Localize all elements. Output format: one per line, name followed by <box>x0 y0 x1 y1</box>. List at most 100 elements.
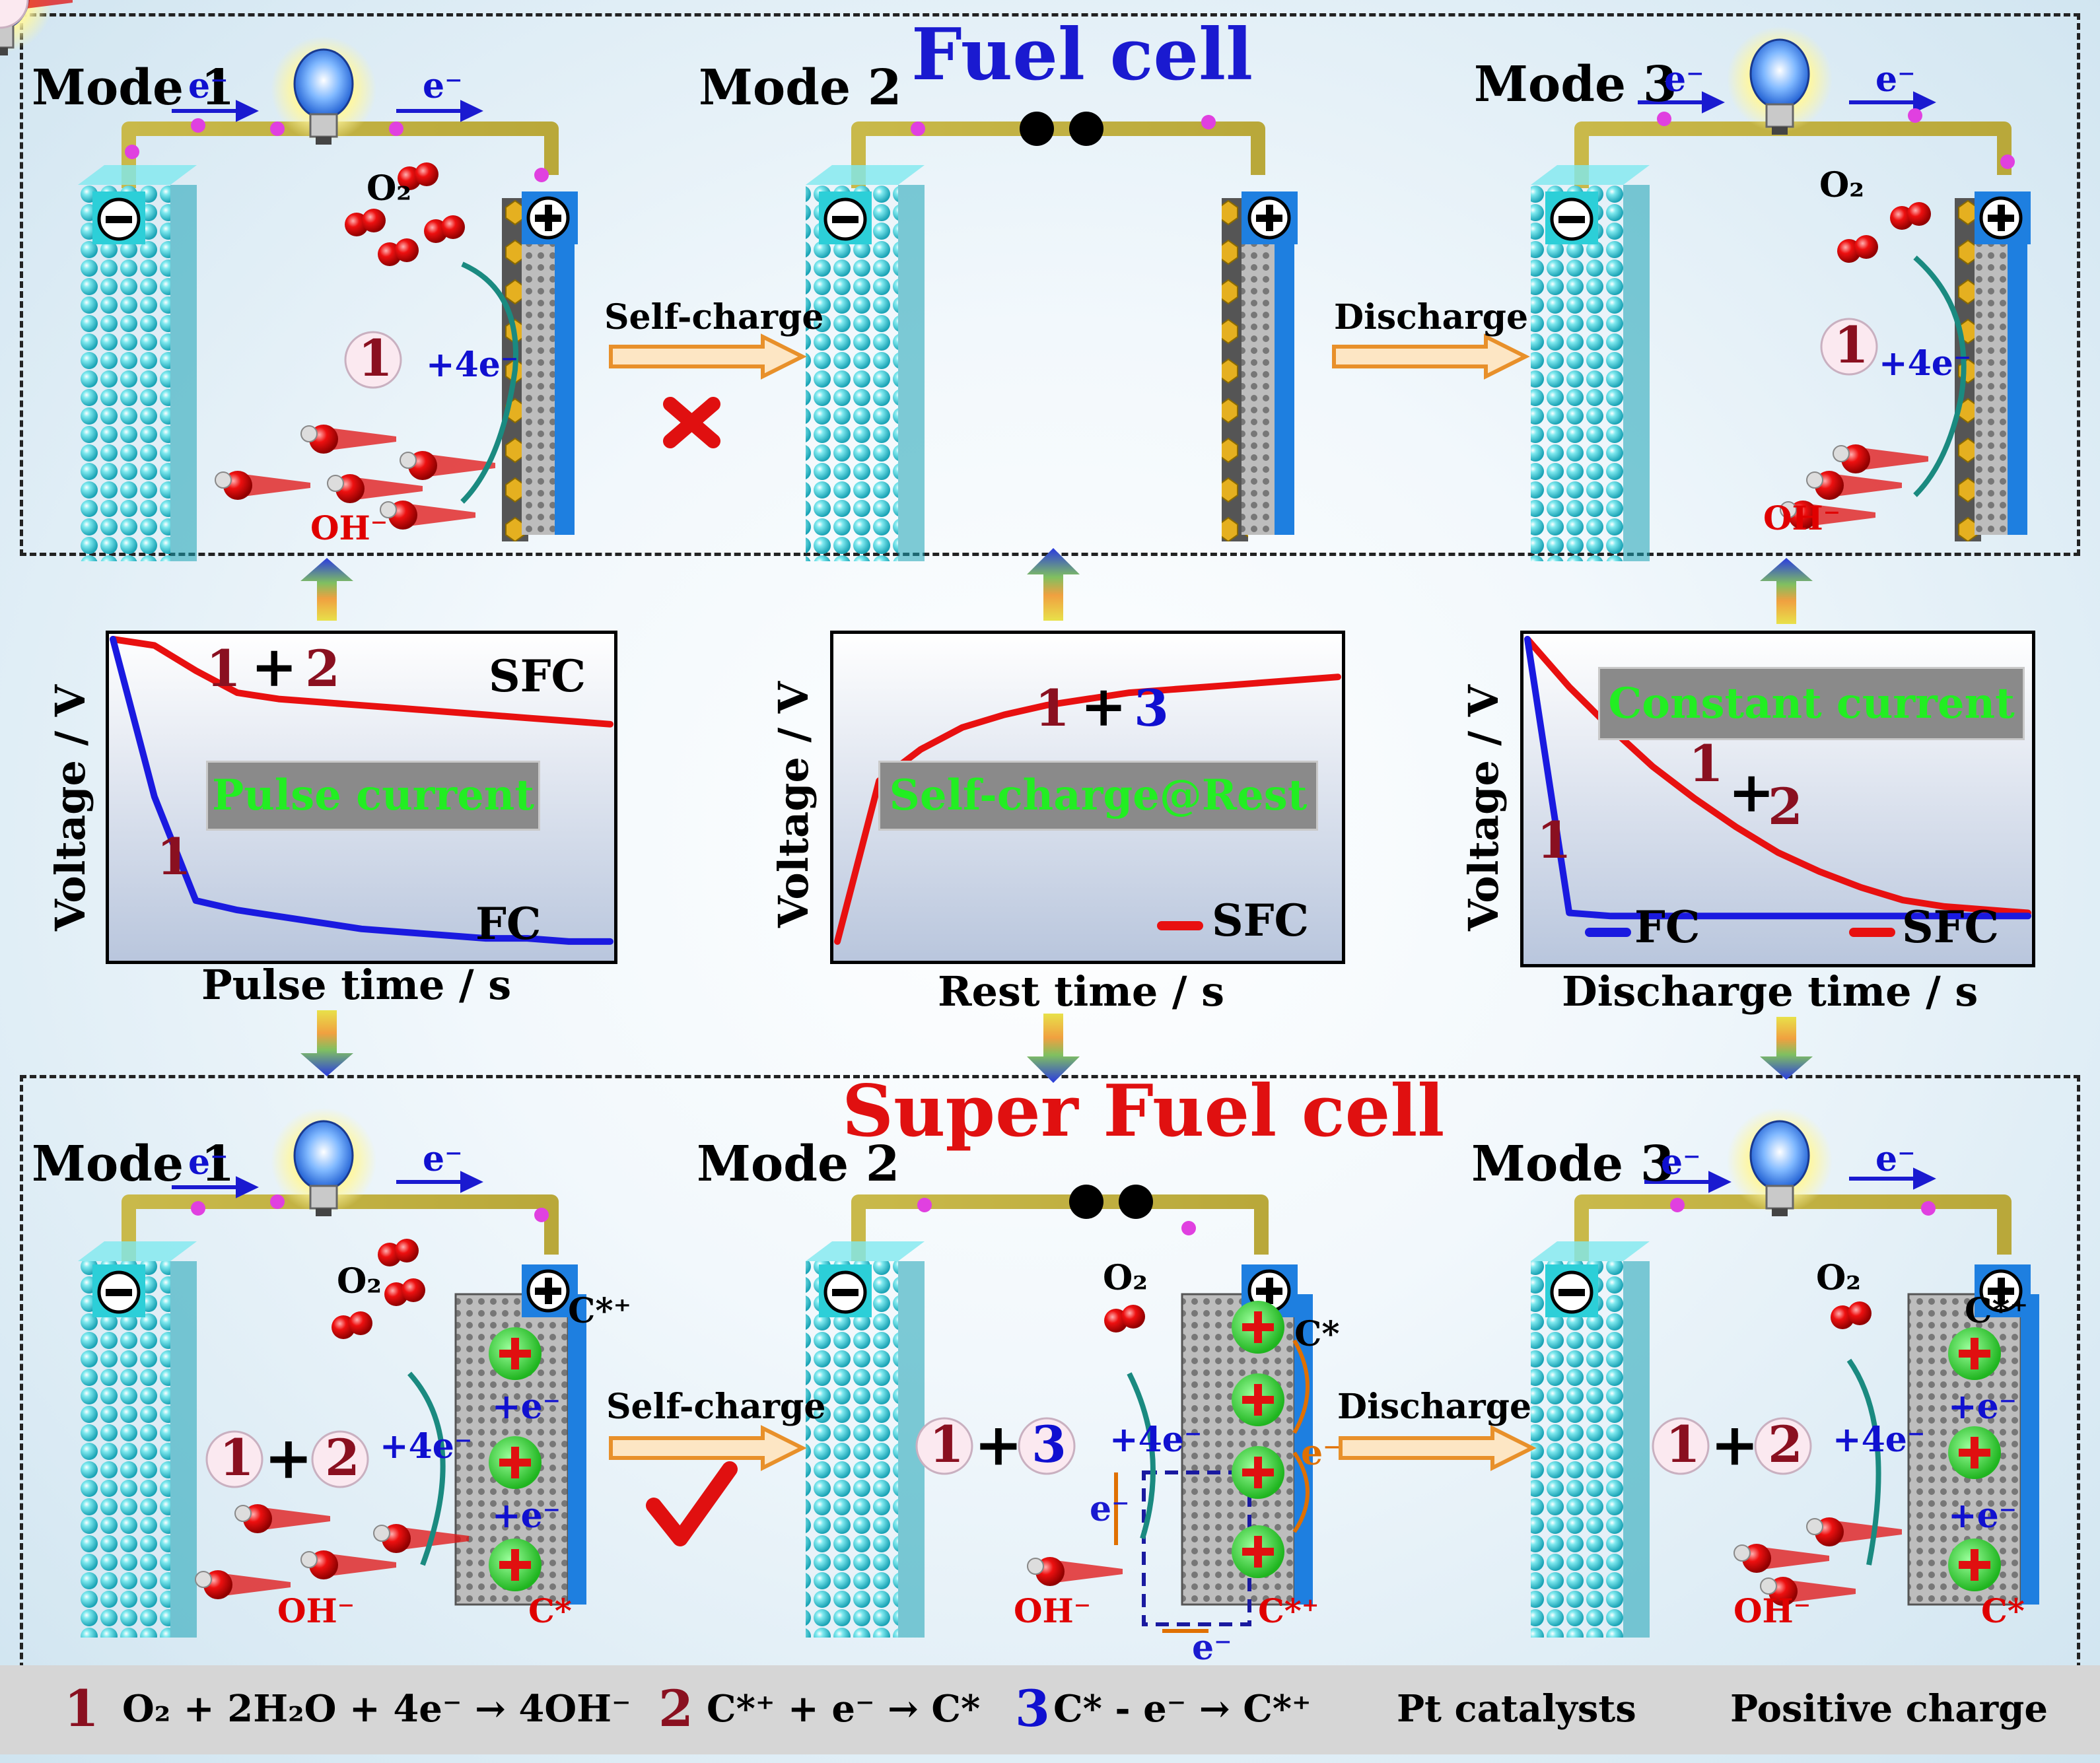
chart0-badge-1b: 1 <box>157 827 192 886</box>
sfc-mode3-label: Mode 3 <box>1471 1136 1675 1193</box>
chart2-legend-sfc-swatch <box>1849 928 1895 937</box>
chart2-legend-sfc: SFC <box>1902 901 2000 953</box>
chart-rest-svg <box>834 674 1341 945</box>
vertical-arrows <box>300 548 1813 1083</box>
legend-badge-1: 1 <box>64 1679 99 1738</box>
constant-current-box: Constant current <box>1598 667 2025 740</box>
chart0-badge-1: 1 <box>206 639 241 698</box>
sfc-m1-4e: +4e⁻ <box>380 1426 473 1467</box>
pulse-current-box: Pulse current <box>206 761 540 831</box>
chart2-xlabel: Discharge time / s <box>1562 967 1978 1016</box>
sfc-m3-badge-1: 1 <box>1665 1415 1700 1474</box>
sfc-m3-plus: + <box>1710 1410 1759 1478</box>
fc-m3-o2: O₂ <box>1819 165 1865 205</box>
sfc-m2-plus: + <box>974 1410 1023 1478</box>
sfc-m1-cplus: C*⁺ <box>568 1291 632 1331</box>
chart0-xlabel: Pulse time / s <box>201 961 512 1009</box>
chart1-xlabel: Rest time / s <box>938 967 1225 1016</box>
chart1-ylabel: Voltage / V <box>769 681 818 928</box>
sfc-mode3-cell <box>1531 1194 2039 1638</box>
sfc-m1-pe-1: +e⁻ <box>492 1387 561 1427</box>
flow-arrows <box>609 333 1537 1471</box>
fc-discharge-label: Discharge <box>1334 297 1529 337</box>
sfc-m3-cplus: C*⁺ <box>1965 1291 2029 1331</box>
legend-badge-2: 2 <box>658 1679 693 1738</box>
sfc-m2-4e: +4e⁻ <box>1109 1420 1203 1460</box>
electrons <box>125 108 2015 1235</box>
chart2-badge-1b: 1 <box>1537 811 1572 870</box>
chart1-legend-swatch <box>1157 921 1203 930</box>
fc-m1-o2: O₂ <box>367 168 412 209</box>
chart0-fc-label: FC <box>475 898 542 950</box>
sfc-mode2-label: Mode 2 <box>697 1136 900 1193</box>
sfc-m1-oh: OH⁻ <box>277 1591 355 1630</box>
fc-m1-e-left: e⁻ <box>188 66 228 106</box>
self-charge-box: Self-charge@Rest <box>878 761 1318 831</box>
fc-mode1-cell <box>78 121 578 561</box>
electron-arrows <box>172 91 1936 1198</box>
sfc-m1-e-right: e⁻ <box>423 1139 463 1179</box>
chart2-plus: + <box>1728 759 1775 825</box>
sfc-m3-e-left: e⁻ <box>1661 1142 1701 1183</box>
legend-reaction-1: O₂ + 2H₂O + 4e⁻ → 4OH⁻ <box>122 1687 631 1731</box>
legend-positive-label: Positive charge <box>1730 1687 2048 1731</box>
sfc-m2-badge-3: 3 <box>1032 1415 1067 1474</box>
chart0-ylabel: Voltage / V <box>46 685 94 931</box>
fc-mode3-label: Mode 3 <box>1474 56 1677 113</box>
fc-self-charge-label: Self-charge <box>604 297 824 337</box>
sfc-m1-o2: O₂ <box>337 1261 382 1301</box>
fc-m3-e-left: e⁻ <box>1664 59 1704 100</box>
legend-reaction-3: C* - e⁻ → C*⁺ <box>1053 1687 1312 1731</box>
chart2-ylabel: Voltage / V <box>1459 685 1508 931</box>
reaction-badges <box>0 0 1878 1739</box>
chart1-legend-sfc: SFC <box>1212 895 1310 946</box>
sfc-self-charge-label: Self-charge <box>606 1387 826 1427</box>
sfc-m1-e-left: e⁻ <box>188 1142 228 1183</box>
chart0-sfc-label: SFC <box>489 650 586 702</box>
chart-pulse-svg <box>110 636 613 945</box>
charge-arrows <box>1114 1339 1310 1633</box>
fuel-cell-title: Fuel cell <box>911 13 1253 96</box>
legend-bar <box>0 1665 2100 1754</box>
sfc-m2-cstar: C* <box>1294 1314 1340 1354</box>
sfc-m3-e-right: e⁻ <box>1875 1139 1916 1179</box>
chart2-badge-2: 2 <box>1768 777 1803 836</box>
series-line-sfc <box>834 674 1341 945</box>
legend-reaction-2: C*⁺ + e⁻ → C* <box>707 1687 981 1731</box>
sfc-m1-pe-2: +e⁻ <box>492 1496 561 1536</box>
legend-badge-3: 3 <box>1015 1679 1050 1738</box>
sfc-m3-o2: O₂ <box>1816 1258 1862 1298</box>
chart0-plus: + <box>251 634 298 699</box>
super-fuel-cell-title: Super Fuel cell <box>842 1070 1445 1153</box>
reaction-arrows <box>407 256 1967 1566</box>
fc-m3-4e: +4e⁻ <box>1879 343 1972 384</box>
fc-mode2-label: Mode 2 <box>699 59 902 116</box>
fc-m1-oh: OH⁻ <box>310 508 388 547</box>
sfc-m1-badge-1: 1 <box>219 1428 254 1487</box>
sfc-m2-e-right: e⁻ <box>1301 1433 1341 1473</box>
series-line-fc <box>1524 636 2031 920</box>
fc-m3-badge: 1 <box>1834 316 1869 374</box>
series-line-sfc <box>110 636 613 728</box>
sfc-mode1-label: Mode 1 <box>32 1136 235 1193</box>
check-mark <box>646 1461 738 1546</box>
sfc-m3-oh: OH⁻ <box>1733 1591 1811 1630</box>
chart2-legend-fc: FC <box>1634 901 1700 953</box>
fc-m1-badge: 1 <box>358 329 393 388</box>
fc-mode1-label: Mode 1 <box>32 59 235 116</box>
sfc-m3-badge-2: 2 <box>1768 1415 1803 1474</box>
sfc-m1-badge-2: 2 <box>325 1428 360 1487</box>
fc-mode2-cell <box>806 112 1298 561</box>
legend-pt-label: Pt catalysts <box>1397 1687 1636 1731</box>
sfc-m2-e-bottom: e⁻ <box>1192 1628 1232 1668</box>
chart0-badge-2: 2 <box>305 639 340 698</box>
sfc-mode1-cell <box>78 1194 586 1638</box>
sfc-m2-badge-1: 1 <box>929 1415 964 1474</box>
sfc-m1-plus: + <box>264 1423 313 1492</box>
chart2-badge-1: 1 <box>1689 734 1724 793</box>
sfc-m2-cplus: C*⁺ <box>1258 1591 1319 1630</box>
sfc-m2-e-left: e⁻ <box>1090 1489 1130 1529</box>
cross-mark <box>663 397 720 448</box>
